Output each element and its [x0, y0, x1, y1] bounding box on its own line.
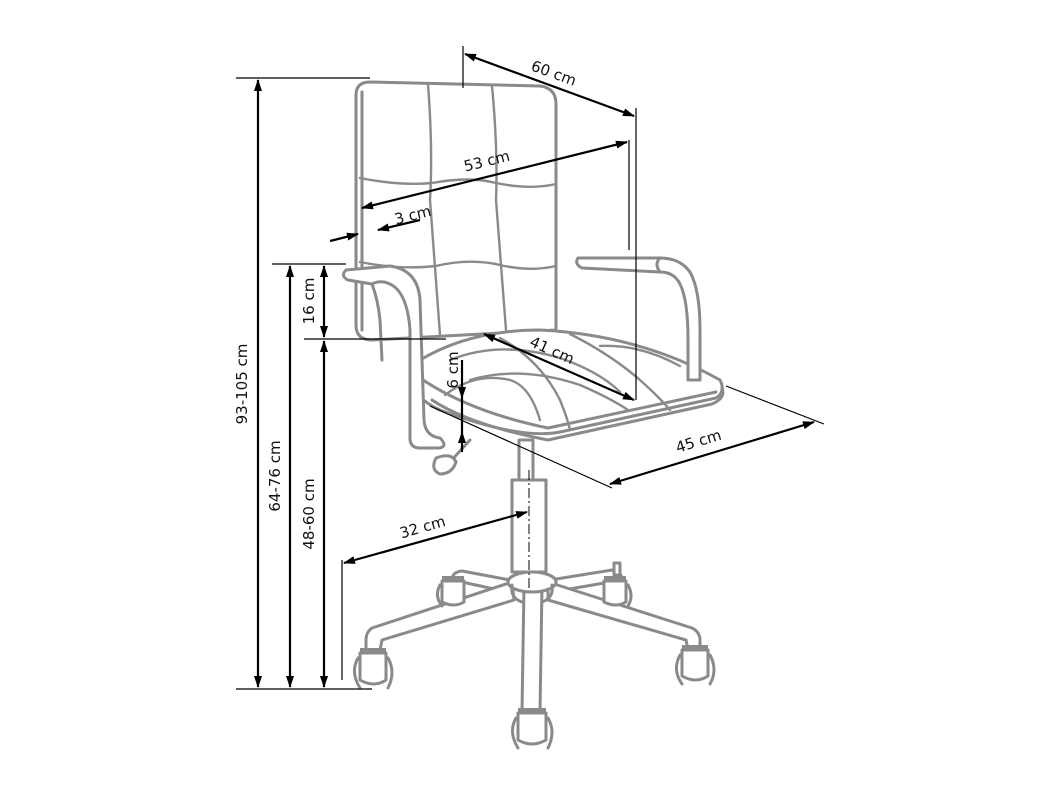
dim-total-height: 93-105 cm — [233, 79, 262, 688]
caster-front-right — [675, 645, 716, 686]
height-lever — [432, 438, 472, 476]
caster-front-left — [353, 648, 394, 690]
backrest — [354, 80, 558, 342]
caster-back-right — [602, 561, 633, 608]
caster-front — [511, 708, 554, 750]
dim-armrest-above-seat: 16 cm — [300, 265, 328, 338]
five-star-base — [364, 568, 702, 714]
label-seat-height: 48-60 cm — [300, 478, 318, 549]
dim-armrest-height: 64-76 cm — [266, 265, 294, 688]
dim-seat-thickness: 6 cm — [444, 351, 466, 452]
label-total-height: 93-105 cm — [233, 344, 251, 425]
dim-seat-height: 48-60 cm — [300, 340, 328, 688]
label-base-radius: 32 cm — [398, 512, 448, 542]
label-armrest-above-seat: 16 cm — [300, 278, 318, 325]
chair-drawing — [341, 80, 725, 750]
label-seat-thickness: 6 cm — [444, 351, 462, 388]
armrest-left — [341, 264, 446, 450]
dimension-annotations: 93-105 cm 64-76 cm 48-60 cm 16 cm 6 cm — [233, 46, 825, 690]
armrest-right — [575, 256, 702, 382]
label-armrest-height: 64-76 cm — [266, 440, 284, 511]
caster-back-left — [435, 576, 466, 608]
